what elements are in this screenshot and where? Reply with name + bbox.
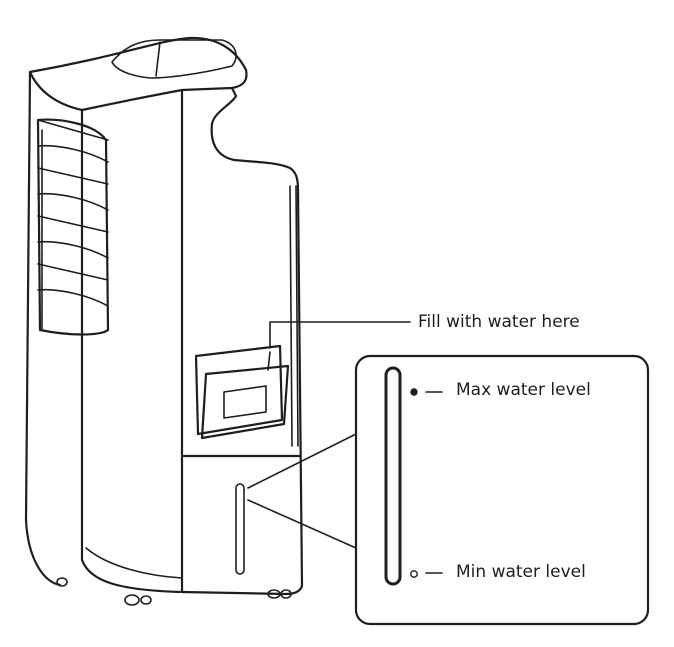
min-level-dot — [410, 570, 418, 578]
min-level-label: Min water level — [456, 562, 586, 582]
wheels — [56, 577, 292, 606]
water-fill-door — [194, 344, 290, 440]
body-outline — [24, 70, 304, 596]
fill-leader-line — [269, 321, 411, 349]
max-level-label: Max water level — [456, 380, 591, 400]
level-gauge — [384, 366, 402, 586]
callout-line-top — [247, 433, 357, 489]
max-level-dot — [410, 388, 418, 396]
top-lid — [28, 36, 248, 112]
zoom-inset-box — [354, 354, 650, 626]
callout-line-bottom — [247, 499, 357, 549]
fill-label: Fill with water here — [418, 312, 580, 332]
tank-level-window — [235, 483, 245, 575]
louvre-grille — [36, 118, 110, 336]
